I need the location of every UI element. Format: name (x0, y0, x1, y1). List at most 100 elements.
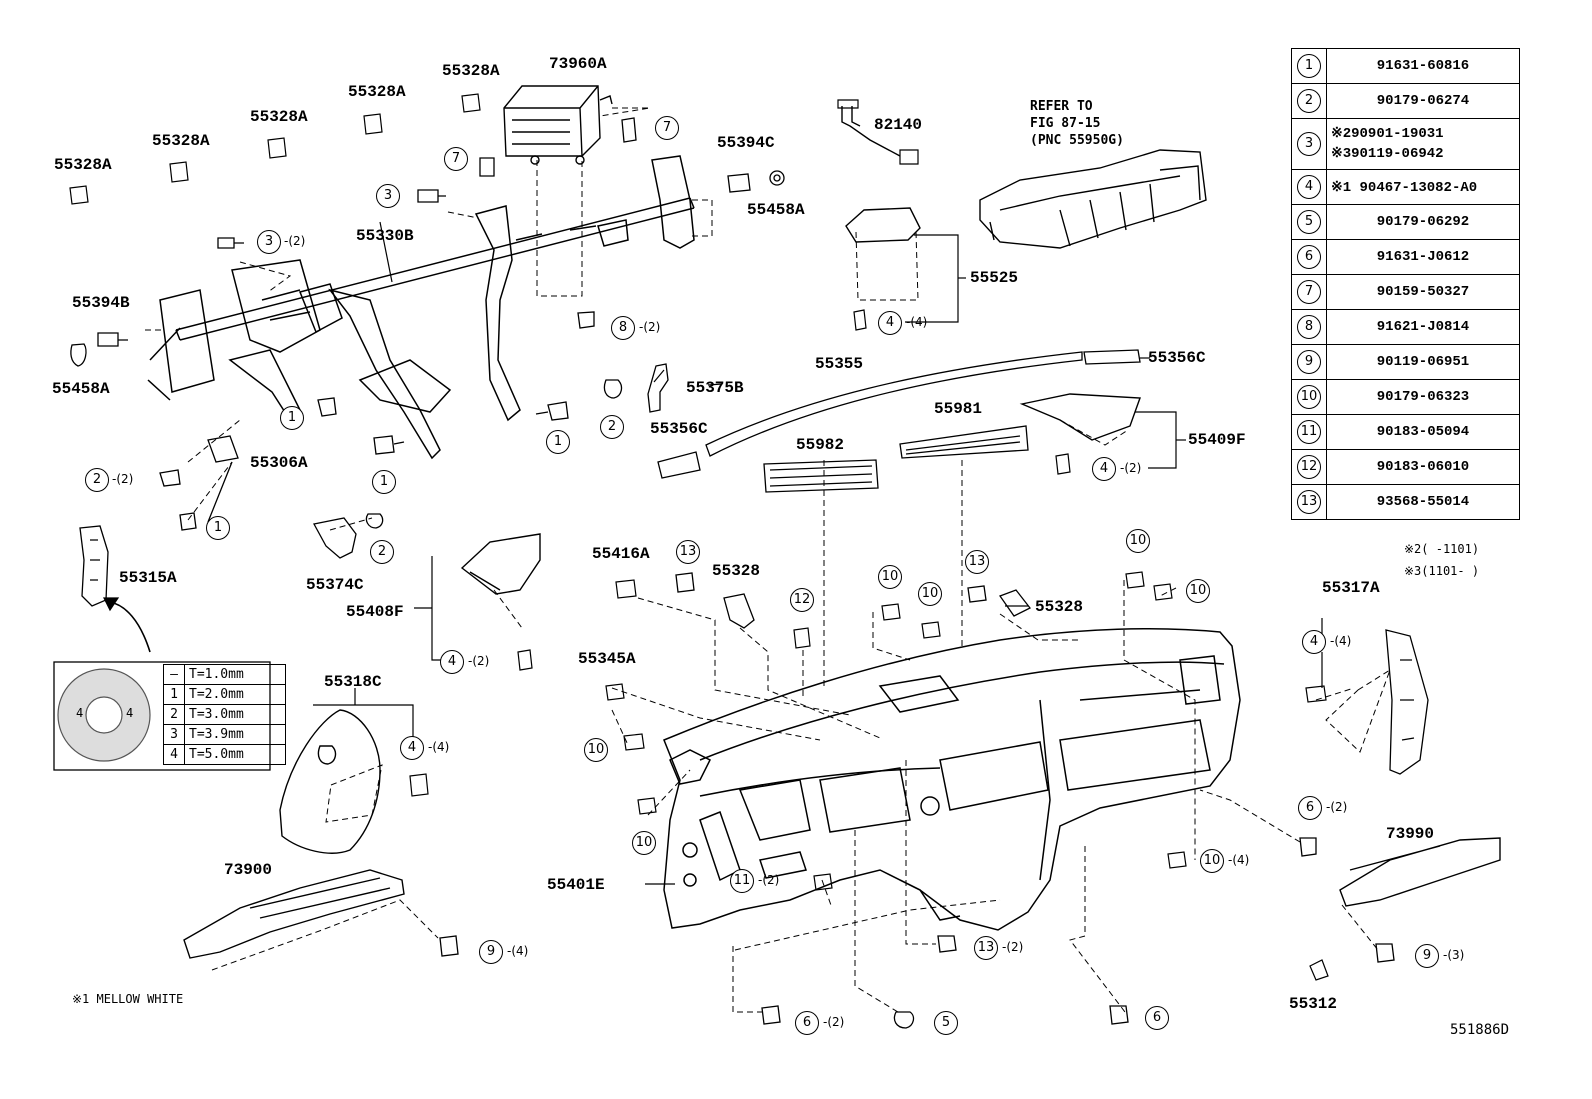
callout-marker: 1 (280, 406, 304, 430)
part-label: 55328 (1035, 598, 1084, 616)
part-label: 55318C (324, 673, 382, 691)
callout-qty: -(4) (428, 740, 450, 754)
part-label: 55401E (547, 876, 605, 894)
callout-marker: 7 (444, 147, 468, 171)
row-number: 2 (1297, 89, 1321, 113)
callout-marker: 11 (730, 869, 754, 893)
callout-qty: -(2) (758, 873, 780, 887)
callout-marker: 13 (974, 936, 998, 960)
callout-marker: 5 (934, 1011, 958, 1035)
callout-qty: -(2) (1326, 800, 1348, 814)
part-label: 55375B (686, 379, 744, 397)
callout-marker: 12 (790, 588, 814, 612)
part-number: 93568-55014 (1326, 484, 1520, 520)
part-label: 55374C (306, 576, 364, 594)
callout-marker: 2 (600, 415, 624, 439)
thickness-value: T=5.0mm (184, 744, 286, 765)
washer-mark: 4 (126, 706, 134, 720)
table-note: ※3(1101- ) (1404, 564, 1480, 578)
callout-marker: 7 (655, 116, 679, 140)
callout-marker: 4 (400, 736, 424, 760)
callout-marker: 6 (1145, 1006, 1169, 1030)
callout-marker: 10 (1186, 579, 1210, 603)
row-number: 8 (1297, 315, 1321, 339)
part-label: 55328A (348, 83, 406, 101)
part-label: 55394C (717, 134, 775, 152)
thickness-code: 1 (163, 684, 185, 705)
thickness-code: 4 (163, 744, 185, 765)
table-note: ※2( -1101) (1404, 542, 1480, 556)
part-label: 55416A (592, 545, 650, 563)
callout-qty: -(4) (1330, 634, 1352, 648)
part-number: 91621-J0814 (1326, 309, 1520, 345)
part-label: 55328A (442, 62, 500, 80)
callout-marker: 10 (918, 582, 942, 606)
callout-marker: 9 (479, 940, 503, 964)
callout-qty: -(2) (1002, 940, 1024, 954)
row-number: 10 (1297, 385, 1321, 409)
callout-qty: -(2) (284, 234, 306, 248)
callout-marker: 6 (1298, 796, 1322, 820)
thickness-code: 3 (163, 724, 185, 745)
callout-marker: 4 (1302, 630, 1326, 654)
part-label: 55409F (1188, 431, 1246, 449)
callout-marker: 4 (440, 650, 464, 674)
part-number: 90159-50327 (1326, 274, 1520, 310)
callout-marker: 8 (611, 316, 635, 340)
part-label: 55328A (250, 108, 308, 126)
callout-marker: 10 (878, 565, 902, 589)
callout-marker: 4 (1092, 457, 1116, 481)
part-label: 55312 (1289, 995, 1338, 1013)
part-label: 55394B (72, 294, 130, 312)
row-number: 12 (1297, 455, 1321, 479)
callout-qty: -(2) (1120, 461, 1142, 475)
row-number: 6 (1297, 245, 1321, 269)
part-number: ※390119-06942 (1331, 146, 1444, 162)
refer-note-line: FIG 87-15 (1030, 116, 1101, 131)
row-number: 4 (1297, 175, 1321, 199)
footnote: ※1 MELLOW WHITE (72, 992, 184, 1006)
part-label: 73990 (1386, 825, 1435, 843)
callout-marker: 6 (795, 1011, 819, 1035)
refer-note-line: REFER TO (1030, 99, 1093, 114)
callout-marker: 1 (546, 430, 570, 454)
part-label: 55458A (747, 201, 805, 219)
callout-qty: -(2) (639, 320, 661, 334)
callout-marker: 13 (965, 550, 989, 574)
part-label: 55328A (152, 132, 210, 150)
part-label: 55328A (54, 156, 112, 174)
part-number: 90119-06951 (1326, 344, 1520, 380)
table-row: 3※290901-19031※390119-06942 (1291, 118, 1520, 170)
table-row: —T=1.0mm (163, 664, 286, 685)
part-label: 55525 (970, 269, 1019, 287)
row-number: 3 (1297, 132, 1321, 156)
callout-marker: 10 (1126, 529, 1150, 553)
callout-qty: -(2) (823, 1015, 845, 1029)
part-number: 90183-06010 (1326, 449, 1520, 485)
callout-qty: -(2) (468, 654, 490, 668)
part-number: 91631-60816 (1326, 48, 1520, 84)
thickness-value: T=3.9mm (184, 724, 286, 745)
row-number: 1 (1297, 54, 1321, 78)
refer-note: REFER TO FIG 87-15 (PNC 55950G) (1030, 98, 1124, 149)
callout-marker: 3 (257, 230, 281, 254)
part-number: 90179-06274 (1326, 83, 1520, 119)
part-label: 55315A (119, 569, 177, 587)
part-label: 55306A (250, 454, 308, 472)
thickness-value: T=1.0mm (184, 664, 286, 685)
part-number: 91631-J0612 (1326, 239, 1520, 275)
callout-qty: -(3) (1443, 948, 1465, 962)
callout-marker: 1 (372, 470, 396, 494)
washer-mark: 4 (76, 706, 84, 720)
part-label: 55330B (356, 227, 414, 245)
